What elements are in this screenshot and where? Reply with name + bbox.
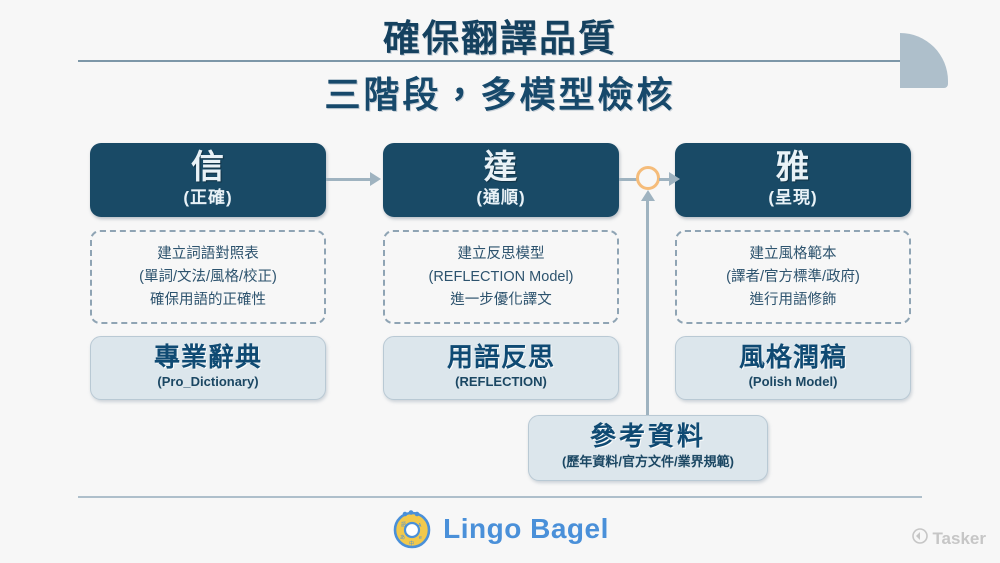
- connector-line-3: [659, 178, 671, 181]
- svg-text:語: 語: [401, 521, 406, 528]
- model-box-2[interactable]: 用語反思 (REFLECTION): [383, 336, 619, 400]
- connector-line-1: [326, 178, 372, 181]
- page-subtitle: 三階段，多模型檢核: [324, 74, 676, 115]
- desc-line: 建立反思模型: [457, 245, 545, 262]
- stage-sub-1: (正確): [183, 188, 233, 207]
- svg-text:あ: あ: [400, 535, 405, 541]
- stage-sub-2: (通順): [476, 188, 526, 207]
- stage-box-2[interactable]: 達 (通順): [383, 143, 619, 217]
- stage-description-1: 建立詞語對照表 (單詞/文法/風格/校正) 確保用語的正確性: [90, 230, 326, 324]
- circle-junction-icon: [636, 166, 660, 190]
- desc-line: 進行用語修飾: [749, 291, 837, 308]
- stage-char-3: 雅: [776, 148, 810, 185]
- stage-box-1[interactable]: 信 (正確): [90, 143, 326, 217]
- svg-text:中: 中: [409, 540, 414, 547]
- arrow-up-icon: [641, 190, 655, 201]
- connector-line-vertical: [646, 196, 649, 418]
- footer-divider-rule: [78, 496, 922, 498]
- watermark-text: Tasker: [932, 528, 986, 548]
- stage-char-2: 達: [484, 148, 518, 185]
- desc-line: (單詞/文法/風格/校正): [139, 268, 277, 285]
- stage-description-3: 建立風格範本 (譯者/官方標準/政府) 進行用語修飾: [675, 230, 911, 324]
- page-title: 確保翻譯品質: [383, 18, 617, 59]
- model-box-1[interactable]: 專業辭典 (Pro_Dictionary): [90, 336, 326, 400]
- arrow-right-icon: [669, 172, 680, 186]
- reference-subtitle: (歷年資料/官方文件/業界規範): [562, 454, 734, 469]
- reference-title: 參考資料: [589, 421, 706, 451]
- desc-line: 確保用語的正確性: [150, 291, 266, 308]
- watermark: Tasker: [912, 528, 986, 549]
- model-sub-1: (Pro_Dictionary): [157, 374, 259, 389]
- stage-sub-3: (呈現): [768, 188, 818, 207]
- brand-name: Lingo Bagel: [443, 513, 609, 544]
- svg-text:A: A: [418, 523, 422, 529]
- desc-line: (譯者/官方標準/政府): [726, 268, 860, 285]
- reference-box[interactable]: 參考資料 (歷年資料/官方文件/業界規範): [528, 415, 768, 481]
- bagel-logo-icon: 語 A あ 中 e: [391, 508, 433, 550]
- model-sub-3: (Polish Model): [748, 374, 838, 389]
- brand-lockup: 語 A あ 中 e Lingo Bagel: [0, 508, 1000, 550]
- model-title-3: 風格潤稿: [738, 342, 847, 372]
- desc-line: 建立風格範本: [749, 245, 837, 262]
- stage-char-1: 信: [191, 148, 225, 185]
- svg-text:e: e: [419, 535, 422, 541]
- desc-line: 進一步優化譯文: [450, 291, 552, 308]
- arrow-right-icon: [370, 172, 381, 186]
- model-title-2: 用語反思: [446, 342, 555, 372]
- model-box-3[interactable]: 風格潤稿 (Polish Model): [675, 336, 911, 400]
- tasker-logo-icon: [912, 528, 929, 549]
- desc-line: 建立詞語對照表: [157, 245, 259, 262]
- model-title-1: 專業辭典: [153, 342, 262, 372]
- stage-description-2: 建立反思模型 (REFLECTION Model) 進一步優化譯文: [383, 230, 619, 324]
- connector-line-2: [619, 178, 639, 181]
- stage-box-3[interactable]: 雅 (呈現): [675, 143, 911, 217]
- desc-line: (REFLECTION Model): [428, 268, 574, 285]
- header-divider-rule: [78, 60, 903, 62]
- model-sub-2: (REFLECTION): [455, 374, 547, 389]
